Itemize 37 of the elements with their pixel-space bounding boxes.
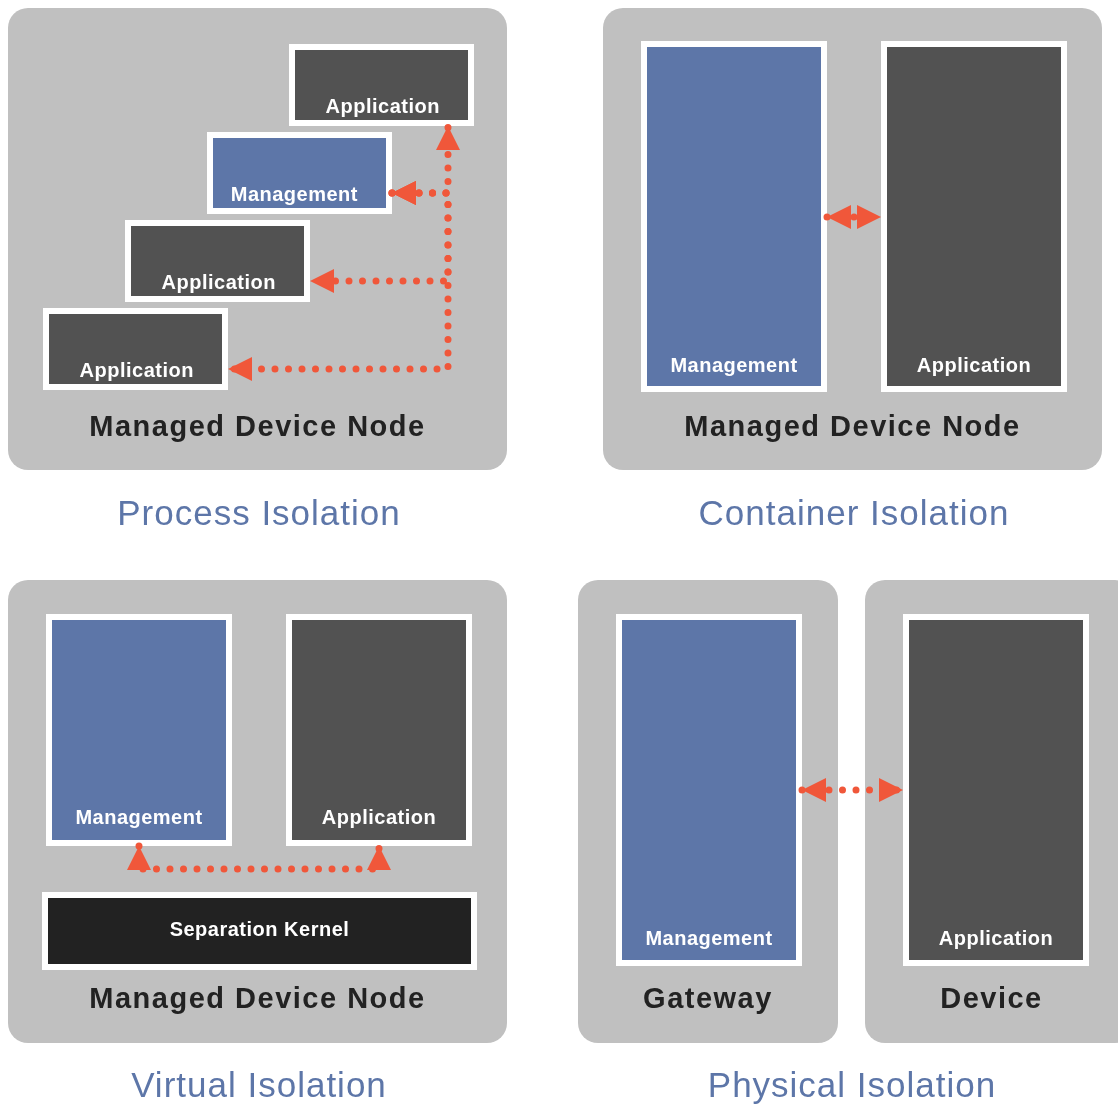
section-title: Physical Isolation	[706, 1065, 998, 1105]
device-panel	[8, 8, 507, 470]
management-box	[641, 41, 827, 392]
node-label: Managed Device Node	[88, 410, 427, 443]
management-box	[616, 614, 802, 966]
application-box	[43, 308, 228, 390]
section-title: Container Isolation	[697, 493, 1011, 533]
node-label: Application	[320, 806, 438, 829]
section-title: Virtual Isolation	[130, 1065, 388, 1105]
application-box	[286, 614, 472, 846]
device-panel	[603, 8, 1102, 470]
management-box	[207, 132, 392, 214]
node-label: Application	[161, 271, 276, 294]
node-label: Device	[939, 982, 1044, 1015]
node-label: Management	[230, 183, 358, 206]
kernel-bar	[42, 892, 477, 970]
node-label: Application	[937, 927, 1055, 950]
node-label: Management	[74, 806, 204, 829]
node-label: Management	[669, 354, 799, 377]
application-box	[881, 41, 1067, 392]
device-panel	[578, 580, 838, 1043]
application-box	[903, 614, 1089, 966]
device-panel	[865, 580, 1118, 1043]
node-label: Gateway	[642, 982, 774, 1015]
section-title: Process Isolation	[116, 493, 402, 533]
application-box	[125, 220, 310, 302]
node-label: Application	[325, 95, 440, 118]
dotted-arrow	[127, 842, 391, 873]
node-label: Application	[79, 359, 194, 382]
node-label: Separation Kernel	[168, 918, 351, 941]
node-label: Application	[915, 354, 1033, 377]
node-label: Management	[644, 927, 774, 950]
device-panel	[8, 580, 507, 1043]
application-box	[289, 44, 474, 126]
management-box	[46, 614, 232, 846]
node-label: Managed Device Node	[683, 410, 1022, 443]
node-label: Managed Device Node	[88, 982, 427, 1015]
